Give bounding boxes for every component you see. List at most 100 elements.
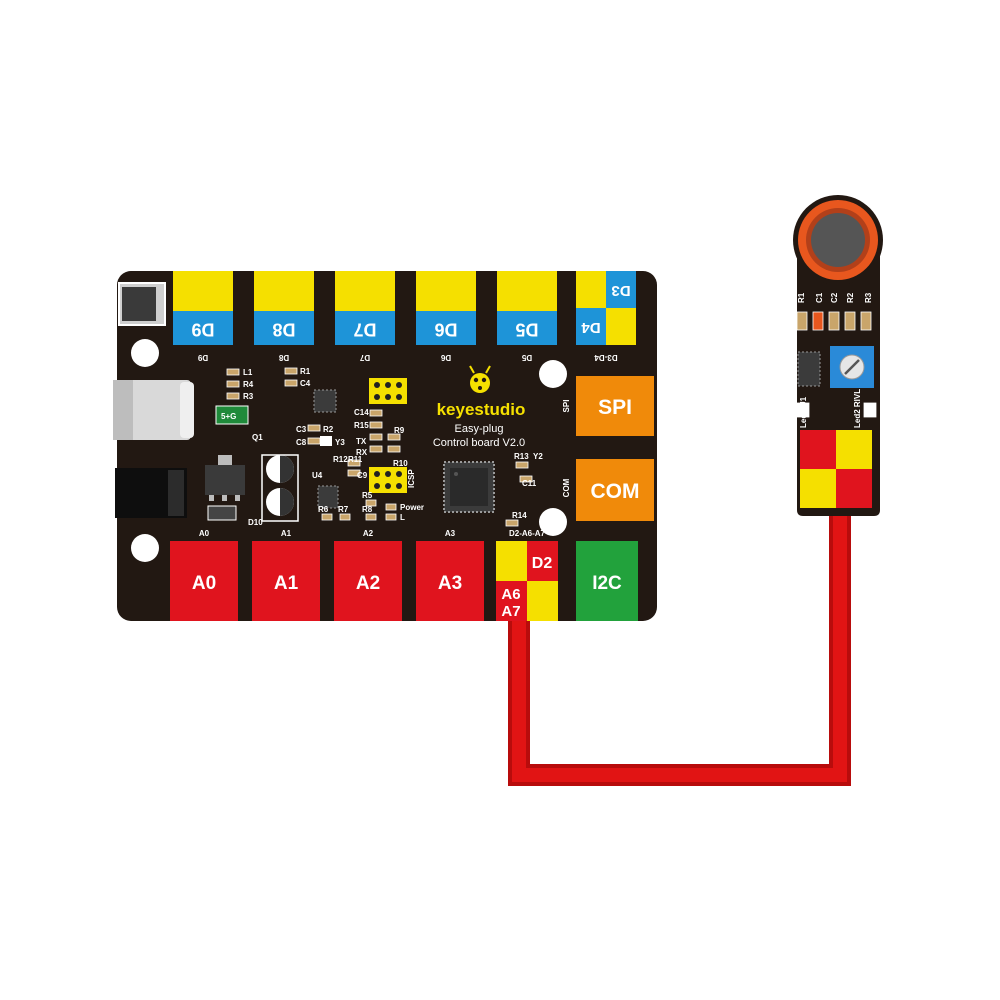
silk-5g: 5+G — [221, 412, 236, 421]
board-version: Control board V2.0 — [433, 437, 525, 449]
svg-text:R12: R12 — [333, 455, 348, 464]
svg-text:R3: R3 — [243, 392, 254, 401]
keyestudio-logo — [469, 365, 491, 393]
port-d3-label: D3 — [611, 282, 630, 299]
port-a1[interactable]: A1 — [252, 541, 320, 621]
port-a2-label: A2 — [356, 573, 380, 594]
control-board: D10 5+G — [113, 271, 657, 621]
electrolytic-capacitor — [266, 488, 294, 516]
mounting-hole — [539, 360, 567, 388]
port-d8[interactable]: D8 — [254, 271, 314, 345]
reset-button[interactable] — [118, 282, 166, 326]
svg-text:Y3: Y3 — [335, 438, 345, 447]
silk-a0: A0 — [199, 529, 210, 538]
port-d2-a6-a7[interactable]: D2 A6 A7 — [496, 541, 558, 621]
svg-text:RX: RX — [356, 448, 368, 457]
port-a2[interactable]: A2 — [334, 541, 402, 621]
dc-power-jack — [115, 468, 187, 518]
potentiometer-icon[interactable] — [830, 346, 874, 388]
svg-text:R3: R3 — [864, 292, 873, 303]
svg-text:R1: R1 — [797, 292, 806, 303]
svg-text:R6: R6 — [318, 505, 329, 514]
yellow-pin-header — [369, 378, 407, 404]
port-a0-label: A0 — [192, 573, 216, 594]
svg-text:R14: R14 — [512, 511, 527, 520]
svg-text:R7: R7 — [338, 505, 349, 514]
svg-text:R10: R10 — [393, 459, 408, 468]
svg-text:R8: R8 — [362, 505, 373, 514]
svg-text:C9: C9 — [357, 471, 368, 480]
diode-d10 — [207, 505, 237, 521]
svg-text:C4: C4 — [300, 379, 311, 388]
svg-text:R1: R1 — [300, 367, 311, 376]
sensor-module: R1 C1 C2 R2 R3 Led1 U1 Led2 RIVL — [793, 195, 883, 517]
silk-d10: D10 — [248, 518, 263, 527]
bottom-port-silk-labels: A0 A1 A2 A3 — [199, 529, 456, 538]
port-d9-label: D9 — [191, 319, 214, 339]
port-d5-label: D5 — [515, 319, 538, 339]
svg-text:Led2 RIVL: Led2 RIVL — [853, 389, 862, 428]
port-spi-label: SPI — [598, 396, 632, 419]
mounting-hole — [131, 339, 159, 367]
silk-d2-a6-a7: D2-A6-A7 — [509, 529, 546, 538]
svg-text:R2: R2 — [323, 425, 334, 434]
port-i2c-label: I2C — [592, 573, 622, 594]
silk-d7: D7 — [359, 353, 370, 362]
port-i2c[interactable]: I2C — [576, 541, 638, 621]
svg-text:R15: R15 — [354, 421, 369, 430]
svg-text:L: L — [400, 513, 405, 522]
board-subtitle: Easy-plug — [455, 423, 504, 435]
silk-a3: A3 — [445, 529, 456, 538]
silk-a1: A1 — [281, 529, 292, 538]
port-d7[interactable]: D7 — [335, 271, 395, 345]
port-spi[interactable]: SPI — [576, 376, 654, 436]
svg-text:ICSP: ICSP — [407, 469, 416, 488]
port-d7-label: D7 — [353, 319, 376, 339]
voltage-regulator — [205, 455, 245, 501]
silk-d6: D6 — [440, 353, 451, 362]
silk-a2: A2 — [363, 529, 374, 538]
connection-wire — [508, 508, 851, 786]
port-d9[interactable]: D9 — [173, 271, 233, 345]
port-com-label: COM — [591, 480, 640, 503]
svg-text:R13: R13 — [514, 452, 529, 461]
sensor-port[interactable] — [800, 430, 872, 508]
svg-text:C1: C1 — [815, 292, 824, 303]
svg-text:C8: C8 — [296, 438, 307, 447]
sensor-ic — [797, 351, 821, 387]
svg-text:R2: R2 — [846, 292, 855, 303]
silkscreen-labels: L1 R4 R3 R1 C4 C3 R2 C8 Y3 Q1 C14 R15 R9… — [243, 367, 543, 522]
port-a0[interactable]: A0 — [170, 541, 238, 621]
port-d4-label: D4 — [581, 319, 601, 336]
svg-text:C3: C3 — [296, 425, 307, 434]
port-d5[interactable]: D5 — [497, 271, 557, 345]
svg-text:R5: R5 — [362, 491, 373, 500]
small-ic — [317, 485, 339, 509]
port-d8-label: D8 — [272, 319, 295, 339]
port-a1-label: A1 — [274, 573, 299, 594]
svg-text:C11: C11 — [522, 479, 537, 488]
mounting-hole — [539, 508, 567, 536]
svg-text:L1: L1 — [243, 368, 253, 377]
port-a7-label: A7 — [501, 603, 520, 620]
silk-com: COM — [562, 478, 571, 497]
fuse — [215, 405, 249, 425]
port-d6-label: D6 — [434, 319, 457, 339]
microcontroller-chip — [443, 461, 495, 513]
svg-text:U4: U4 — [312, 471, 323, 480]
svg-text:Power: Power — [400, 503, 424, 512]
port-d3-d4[interactable]: D3 D4 — [576, 271, 636, 345]
svg-text:Q1: Q1 — [252, 433, 263, 442]
port-a3[interactable]: A3 — [416, 541, 484, 621]
svg-text:C14: C14 — [354, 408, 369, 417]
svg-text:R11: R11 — [348, 455, 363, 464]
sensor-element — [793, 195, 883, 285]
port-d2-label: D2 — [532, 555, 553, 572]
electrolytic-capacitor — [266, 455, 294, 483]
port-d6[interactable]: D6 — [416, 271, 476, 345]
silk-d3-d4: D3-D4 — [594, 353, 618, 362]
port-com[interactable]: COM — [576, 459, 654, 521]
small-ic — [313, 389, 337, 413]
